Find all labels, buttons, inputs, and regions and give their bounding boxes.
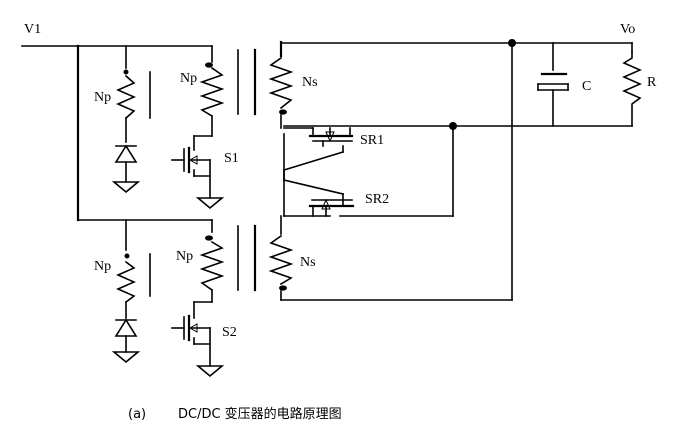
diode-top [114, 144, 138, 183]
label-vo: Vo [620, 22, 635, 37]
secondary-winding-bottom [253, 215, 513, 301]
return-line [283, 122, 633, 217]
input-rail [21, 44, 213, 222]
mosfet-sr2 [283, 198, 355, 217]
primary-winding-top [199, 45, 239, 137]
label-np-pri-top: Np [180, 71, 197, 86]
label-v1: V1 [24, 22, 41, 37]
secondary-winding-top [253, 40, 294, 129]
label-sr2: SR2 [365, 192, 389, 207]
mosfet-s1 [171, 135, 225, 210]
label-np-pri-bot: Np [176, 249, 193, 264]
ground-top-left [111, 181, 141, 194]
caption-text: DC/DC 变压器的电路原理图 [178, 406, 342, 422]
aux-winding-bottom [116, 219, 151, 319]
ground-bottom-left [111, 351, 141, 364]
aux-winding-top [116, 45, 151, 143]
mosfet-s2 [171, 301, 225, 378]
diode-bottom [114, 318, 138, 353]
label-np-aux-bot: Np [94, 259, 111, 274]
resistor-r [622, 51, 642, 127]
label-s1: S1 [224, 151, 239, 166]
label-ns-bot: Ns [300, 255, 316, 270]
primary-winding-bottom [199, 219, 239, 303]
label-c: C [582, 79, 591, 94]
mosfet-sr1 [283, 127, 354, 147]
sr-cross-wiring [283, 133, 344, 217]
label-ns-top: Ns [302, 75, 318, 90]
label-r: R [647, 75, 657, 90]
output-rail [280, 39, 633, 301]
label-s2: S2 [222, 325, 237, 340]
capacitor-c [537, 72, 569, 127]
label-sr1: SR1 [360, 133, 384, 148]
label-np-aux-top: Np [94, 90, 111, 105]
caption-index: (a) [128, 407, 146, 422]
